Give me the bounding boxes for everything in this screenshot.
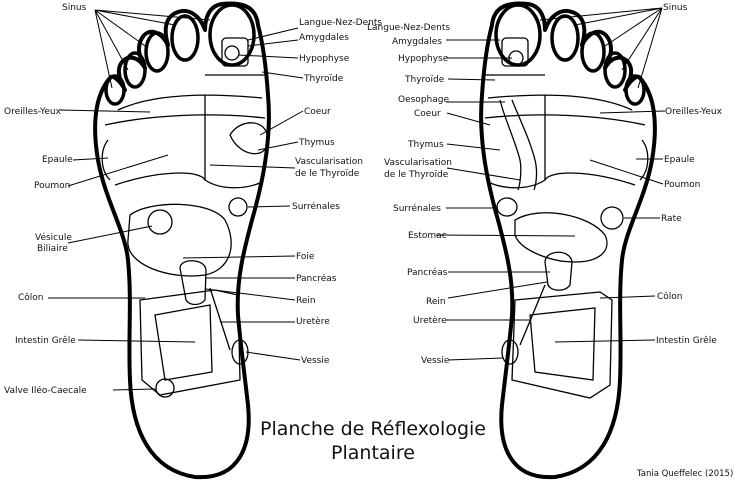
right-foot: Sinus Langue-Nez-Dents Amygdales Hypophy… [367, 1, 723, 480]
author-credit: Tania Queffelec (2015) [636, 469, 733, 479]
left-kidney [179, 260, 207, 306]
label-left-colon: Côlon [18, 292, 44, 303]
left-labels: Sinus Langue-Nez-Dents Amygdales Hypophy… [4, 3, 382, 396]
right-leaders [435, 7, 666, 361]
label-left-uretere: Uretère [296, 316, 330, 327]
label-left-rein: Rein [296, 296, 316, 306]
left-toe-4 [123, 51, 147, 89]
right-toe-2 [550, 14, 580, 62]
right-ureter [519, 284, 546, 346]
label-left-epaule: Epaule [42, 155, 73, 165]
right-toe-3 [580, 31, 606, 73]
label-right-langue: Langue-Nez-Dents [367, 23, 450, 33]
label-left-poumon: Poumon [34, 181, 70, 191]
left-big-toe [208, 3, 256, 67]
label-left-surrenales: Surrénales [292, 201, 340, 212]
label-right-coeur: Coeur [414, 109, 441, 119]
chart-title-line2: Plantaire [331, 442, 415, 464]
left-hypophyse-zone [221, 37, 249, 67]
left-diaphragm [114, 172, 206, 186]
label-right-epaule: Epaule [664, 155, 695, 165]
label-left-valve: Valve Iléo-Caecale [4, 385, 87, 396]
left-ureter [209, 287, 231, 351]
label-right-pancreas: Pancréas [407, 267, 448, 278]
label-left-langue: Langue-Nez-Dents [299, 18, 382, 28]
left-ileocecal-valve [155, 378, 175, 398]
right-kidney [544, 251, 573, 291]
right-toe-4 [603, 51, 627, 89]
left-leaders [48, 9, 304, 391]
right-ears-line [487, 94, 633, 111]
label-right-vessie: Vessie [421, 356, 450, 366]
label-right-hypophyse: Hypophyse [398, 54, 449, 64]
left-ears-line [117, 94, 263, 111]
label-right-oesophage: Oesophage [398, 95, 449, 105]
right-shoulder-line [484, 114, 646, 126]
label-left-coeur: Coeur [304, 107, 331, 117]
label-right-thyroide: Thyroïde [404, 75, 445, 85]
right-diaphragm [544, 172, 636, 186]
label-right-thymus: Thymus [407, 140, 444, 150]
label-left-hypophyse: Hypophyse [299, 54, 350, 64]
left-liver-zone [127, 203, 232, 277]
label-left-thyroide: Thyroïde [303, 74, 344, 84]
left-gallbladder [147, 209, 173, 235]
label-right-uretere: Uretère [413, 315, 447, 326]
label-left-oreilles: Oreilles-Yeux [4, 107, 62, 117]
label-right-sinus: Sinus [663, 3, 688, 13]
label-left-vasc2: de le Thyroïde [295, 169, 360, 179]
label-right-intestin: Intestin Grêle [656, 335, 717, 346]
right-oesophagus-a [499, 99, 522, 191]
label-right-vasc1: Vascularisation [384, 158, 452, 168]
right-intestine-zone [529, 307, 596, 381]
left-colon-frame [139, 289, 241, 396]
label-left-foie: Foie [296, 252, 315, 262]
label-left-vesicule1: Vésicule [35, 232, 72, 243]
right-bladder [501, 339, 519, 365]
label-left-thymus: Thymus [298, 138, 335, 148]
label-left-vesicule2: Biliaire [37, 244, 68, 254]
left-adrenal [228, 197, 248, 217]
right-colon-frame [511, 291, 613, 399]
right-shoulder-zone [639, 139, 649, 181]
label-left-vessie: Vessie [301, 356, 330, 366]
left-hypophyse-dot [224, 45, 240, 61]
label-left-vasc1: Vascularisation [295, 157, 363, 167]
label-right-surrenales: Surrénales [393, 203, 441, 214]
left-intestine-zone [154, 304, 213, 381]
left-heart-zone [229, 122, 269, 155]
right-toe-5 [624, 74, 646, 106]
label-right-estomac: Estomac [408, 231, 447, 241]
label-right-rate: Rate [661, 214, 682, 224]
left-toe-3 [144, 31, 170, 73]
label-left-intestin: Intestin Grêle [15, 335, 76, 346]
label-right-colon: Côlon [657, 291, 683, 302]
right-spleen [600, 206, 624, 230]
left-shoulder-line [104, 114, 266, 126]
left-shoulder-zone [101, 139, 111, 181]
right-adrenal [496, 197, 518, 217]
chart-title-line1: Planche de Réflexologie [260, 418, 486, 440]
label-left-pancreas: Pancréas [296, 273, 337, 284]
left-foot: Sinus Langue-Nez-Dents Amygdales Hypophy… [4, 1, 382, 480]
right-thymus-zone [487, 95, 546, 189]
label-right-poumon: Poumon [664, 180, 700, 190]
label-right-vasc2: de le Thyroïde [384, 170, 449, 180]
left-toe-2 [170, 14, 200, 62]
right-labels: Sinus Langue-Nez-Dents Amygdales Hypophy… [367, 3, 723, 366]
right-oesophagus-b [511, 99, 538, 191]
label-right-rein: Rein [426, 297, 446, 307]
label-left-amygdales: Amygdales [299, 33, 349, 43]
label-right-amygdales: Amygdales [392, 37, 442, 47]
right-hypophyse-zone [501, 37, 529, 67]
label-right-oreilles: Oreilles-Yeux [665, 107, 723, 117]
left-thymus-zone [204, 95, 263, 189]
right-stomach-zone [514, 212, 608, 263]
label-left-sinus: Sinus [62, 3, 87, 13]
left-toe-5 [104, 74, 126, 106]
